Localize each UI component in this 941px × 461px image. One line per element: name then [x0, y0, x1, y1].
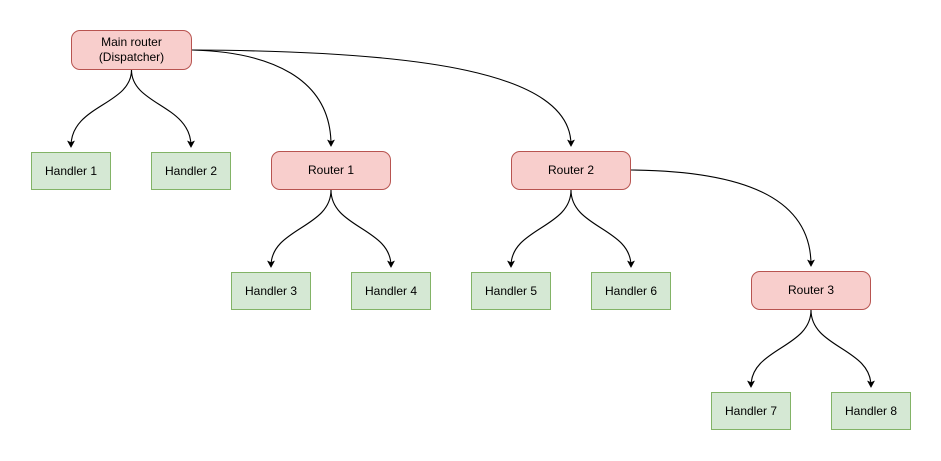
edge-router-3-handler-8: [810, 309, 875, 388]
node-handler-1[interactable]: Handler 1: [31, 152, 111, 190]
edge-main-handler-1: [67, 69, 133, 148]
edge-router-1-handler-3: [267, 189, 332, 268]
node-router-2[interactable]: Router 2: [511, 151, 631, 190]
node-handler-6[interactable]: Handler 6: [591, 272, 671, 310]
node-handler-3[interactable]: Handler 3: [231, 272, 311, 310]
node-handler-7[interactable]: Handler 7: [711, 392, 791, 430]
edge-router-2-router-3: [630, 169, 815, 267]
edge-main-router-2: [191, 49, 575, 147]
edge-main-handler-2: [130, 69, 195, 148]
edge-main-router-1: [191, 49, 335, 147]
node-label-handler-2: Handler 2: [164, 163, 218, 178]
node-label-handler-4: Handler 4: [364, 283, 418, 298]
node-label-router-3: Router 3: [787, 283, 835, 297]
node-label-handler-3: Handler 3: [244, 283, 298, 298]
edge-router-1-handler-4: [330, 189, 395, 268]
edge-router-2-handler-5: [507, 189, 572, 268]
node-handler-2[interactable]: Handler 2: [151, 152, 231, 190]
node-label-main-router: Main router (Dispatcher): [98, 35, 165, 64]
node-router-1[interactable]: Router 1: [271, 151, 391, 190]
node-label-handler-8: Handler 8: [844, 403, 898, 418]
node-label-handler-6: Handler 6: [604, 283, 658, 298]
node-label-handler-7: Handler 7: [724, 403, 778, 418]
node-label-router-1: Router 1: [307, 163, 355, 177]
edge-router-2-handler-6: [570, 189, 635, 268]
node-router-3[interactable]: Router 3: [751, 271, 871, 310]
node-handler-4[interactable]: Handler 4: [351, 272, 431, 310]
node-label-router-2: Router 2: [547, 163, 595, 177]
node-handler-8[interactable]: Handler 8: [831, 392, 911, 430]
edge-router-3-handler-7: [747, 309, 812, 388]
node-handler-5[interactable]: Handler 5: [471, 272, 551, 310]
node-label-handler-5: Handler 5: [484, 283, 538, 298]
node-main-router[interactable]: Main router (Dispatcher): [71, 30, 192, 70]
node-label-handler-1: Handler 1: [44, 163, 98, 178]
